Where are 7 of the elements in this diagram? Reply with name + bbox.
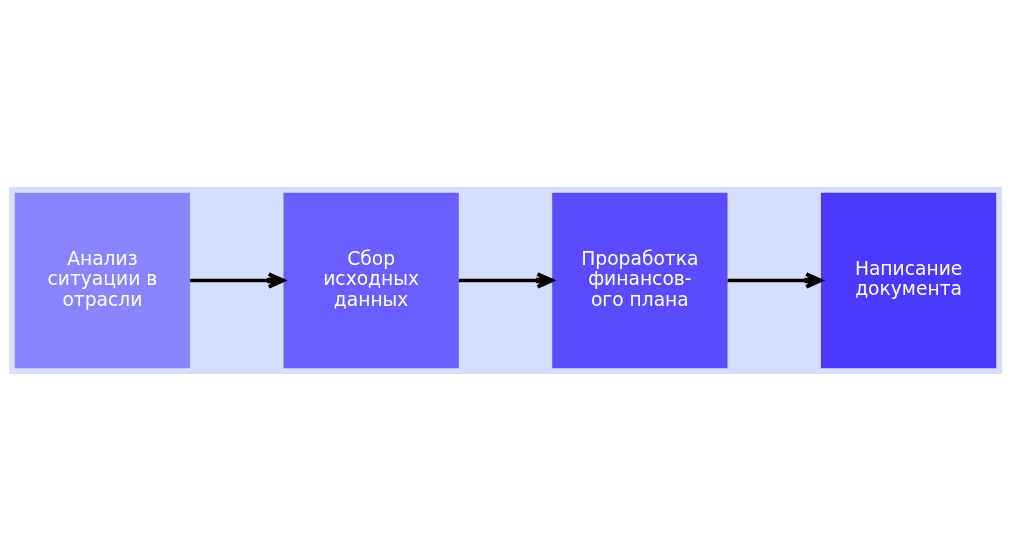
node-box: Написание документа [820,192,996,368]
node-box: Сбор исходных данных [283,192,459,368]
node-box: Проработка финансов- ого плана [551,192,727,368]
node-box: Анализ ситуации в отрасли [14,192,190,368]
arrow [727,271,823,289]
arrow [189,271,285,289]
arrow [458,271,554,289]
